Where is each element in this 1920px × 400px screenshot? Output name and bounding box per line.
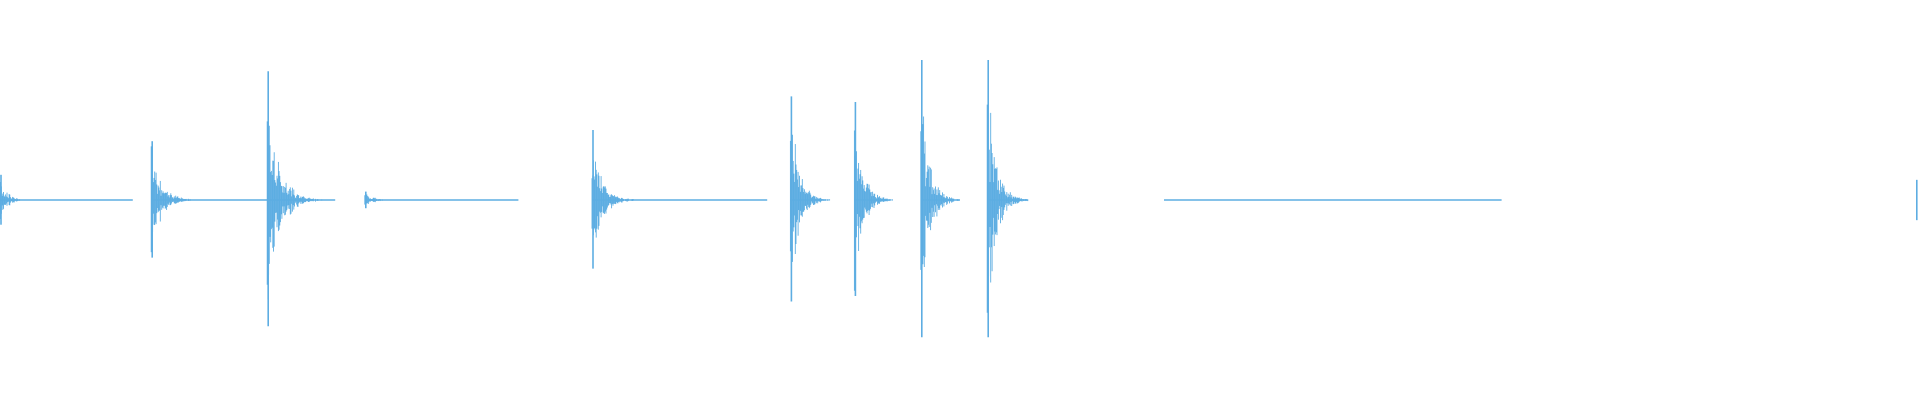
transient-3 [266, 71, 336, 327]
transient-1 [0, 174, 133, 225]
transient-9 [986, 60, 1029, 338]
transient-4 [364, 191, 519, 209]
transient-5 [591, 130, 768, 269]
transient-8 [920, 60, 960, 338]
transient-2 [150, 141, 296, 258]
transient-7 [853, 102, 893, 297]
transient-6 [789, 96, 831, 302]
